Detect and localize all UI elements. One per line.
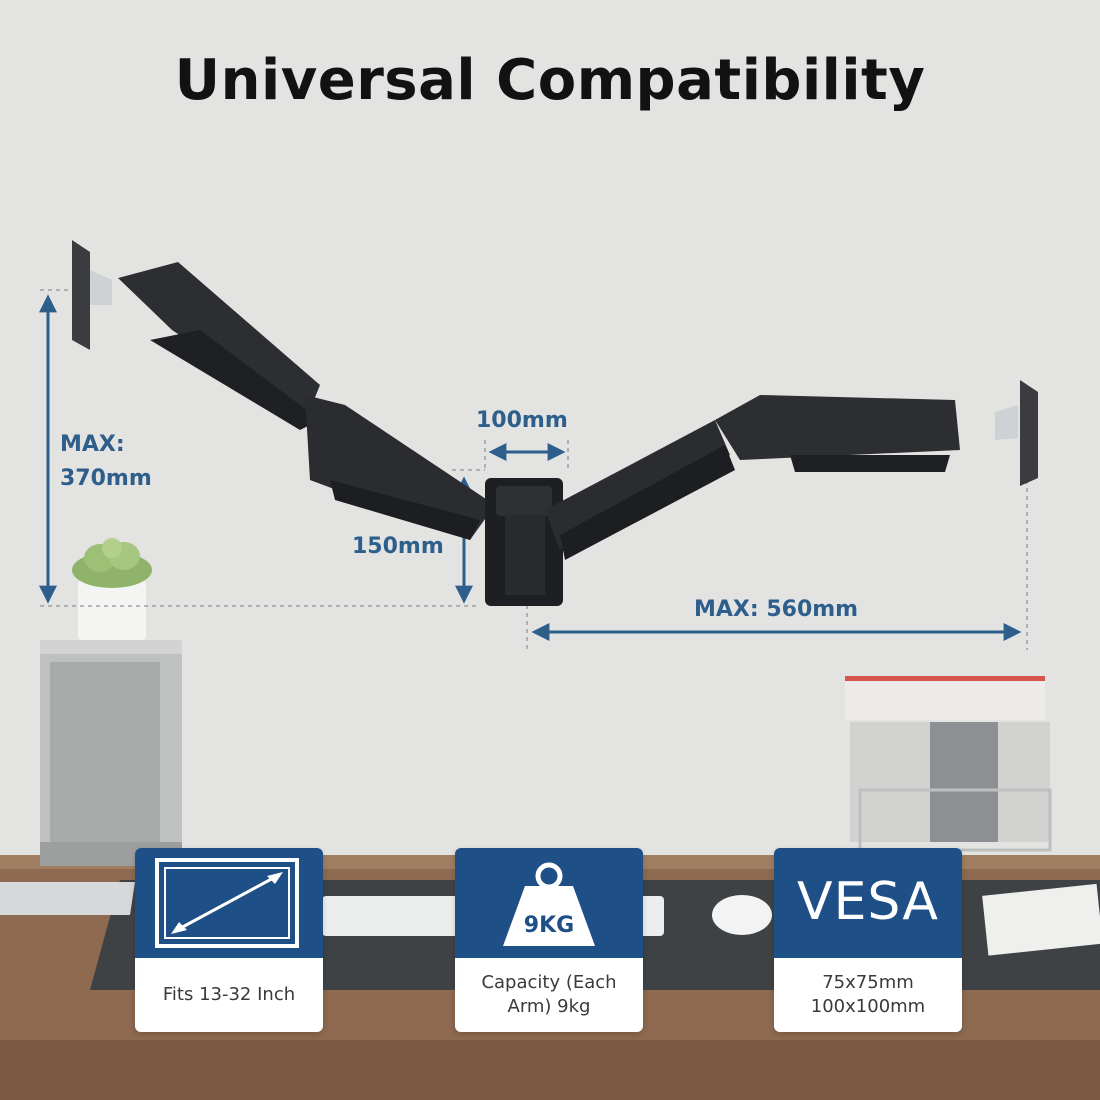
screen-size-icon — [155, 858, 299, 948]
feature-text-line: 75x75mm — [822, 972, 914, 993]
feature-card-text: Capacity (Each Arm) 9kg — [455, 958, 643, 1032]
vesa-icon: VESA — [797, 872, 939, 932]
feature-text-line: 100x100mm — [810, 996, 926, 1017]
pc-tower — [40, 640, 182, 866]
feature-text-line: Capacity (Each — [481, 972, 617, 993]
feature-card-text: Fits 13-32 Inch — [135, 958, 323, 1032]
feature-card-text: 75x75mm 100x100mm — [774, 958, 962, 1032]
feature-card-header — [135, 848, 323, 958]
plate-width-label: 100mm — [476, 408, 568, 433]
monitor-arm — [72, 240, 1038, 606]
feature-card-header: VESA — [774, 848, 962, 958]
feature-card-capacity: 9KG Capacity (Each Arm) 9kg — [455, 848, 643, 1032]
feature-text-line: Fits 13-32 Inch — [162, 984, 296, 1005]
laptop — [0, 882, 135, 915]
feature-card-screen-size: Fits 13-32 Inch — [135, 848, 323, 1032]
plant — [72, 538, 152, 640]
weight-badge-text: 9KG — [524, 913, 574, 938]
feature-card-vesa: VESA 75x75mm 100x100mm — [774, 848, 962, 1032]
feature-card-header: 9KG — [455, 848, 643, 958]
height-label-line-1: MAX: — [60, 432, 125, 457]
height-label-line-2: 370mm — [60, 466, 152, 491]
mouse — [712, 895, 772, 935]
weight-icon: 9KG — [503, 862, 595, 946]
page-title: Universal Compatibility — [174, 48, 926, 113]
height-dimension-label: MAX: 370mm — [60, 428, 152, 496]
reach-dimension-label: MAX: 560mm — [694, 597, 859, 622]
feature-text-line: Arm) 9kg — [507, 996, 591, 1017]
plate-height-label: 150mm — [352, 534, 444, 559]
